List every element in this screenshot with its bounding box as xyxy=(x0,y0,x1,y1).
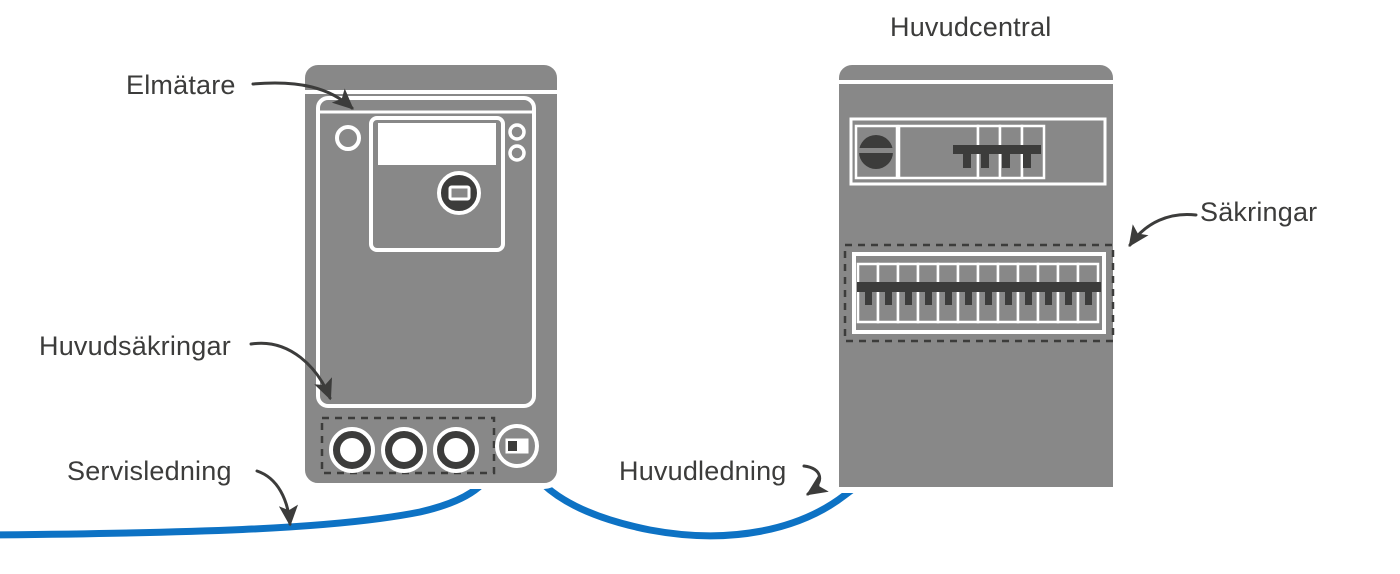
breaker-handle-11 xyxy=(1057,282,1081,305)
main-fuse-group-marker xyxy=(320,416,496,475)
main-fuse-3-core xyxy=(444,438,468,462)
left-cabinet[interactable] xyxy=(299,59,563,489)
breaker-handle-5 xyxy=(937,282,961,305)
meter-display xyxy=(378,123,496,165)
callout-arrows xyxy=(249,81,1198,527)
indicator-lamp-top-right xyxy=(508,123,526,141)
rotary-main-switch-slot xyxy=(859,148,893,153)
breaker-handle-10 xyxy=(1037,282,1061,305)
indicator-lamp-left xyxy=(335,125,361,151)
label-elmatare: Elmätare xyxy=(126,70,236,100)
breaker-handle-2 xyxy=(877,282,901,305)
label-servisledning: Servisledning xyxy=(67,456,232,486)
breaker-group-marker xyxy=(843,243,1115,343)
arrow-servisledning xyxy=(255,469,299,527)
breaker-group[interactable] xyxy=(856,262,1101,324)
indicator-lamp-bottom-right xyxy=(508,144,526,162)
main-fuse-2-core xyxy=(392,438,416,462)
breaker-handle-7 xyxy=(977,282,1001,305)
arrow-sakringar xyxy=(1128,212,1198,247)
service-cable xyxy=(0,480,486,539)
meter-seal-icon-glyph-dark xyxy=(508,441,517,451)
arrow-huvudsakringar xyxy=(249,341,332,401)
breaker-handle-9 xyxy=(1017,282,1041,305)
right-cabinet[interactable] xyxy=(833,59,1119,493)
label-sakringar: Säkringar xyxy=(1200,197,1318,227)
mode-button-glyph xyxy=(448,185,471,201)
upper-breaker-group[interactable] xyxy=(953,124,1046,180)
label-huvudsakringar: Huvudsäkringar xyxy=(39,331,231,361)
label-huvudcentral: Huvudcentral xyxy=(890,12,1052,42)
breaker-handle-3 xyxy=(897,282,921,305)
main-fuse-1-core xyxy=(340,438,364,462)
breaker-handle-4 xyxy=(917,282,941,305)
upper-breaker-handle-4 xyxy=(1013,145,1041,168)
breaker-handle-8 xyxy=(997,282,1021,305)
arrow-elmatare xyxy=(251,81,354,110)
breaker-handle-6 xyxy=(957,282,981,305)
breaker-handle-12 xyxy=(1077,282,1101,305)
label-huvudledning: Huvudledning xyxy=(619,456,787,486)
main-fuse-group[interactable] xyxy=(329,427,479,473)
arrow-huvudledning xyxy=(802,464,829,496)
breaker-handle-1 xyxy=(857,282,881,305)
